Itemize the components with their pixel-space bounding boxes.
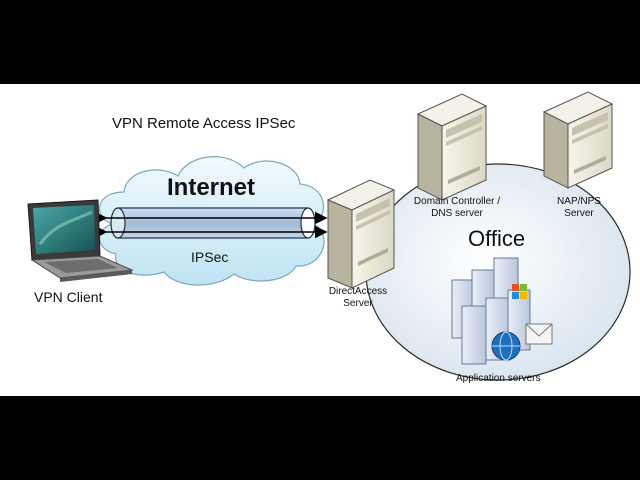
globe-icon xyxy=(491,331,521,361)
office-apps-icon xyxy=(512,284,527,299)
application-servers-label: Application servers xyxy=(456,373,541,384)
vpn-client-label: VPN Client xyxy=(34,289,103,305)
directaccess-label-line2: Server xyxy=(343,298,373,309)
nap-nps-server-icon xyxy=(542,91,614,189)
nap-label-line1: NAP/NPS xyxy=(557,196,601,207)
laptop-icon xyxy=(27,199,134,282)
internet-label: Internet xyxy=(167,174,256,201)
domain-controller-label: Domain Controller / DNS server xyxy=(402,196,512,220)
application-servers-icon xyxy=(451,257,553,365)
directaccess-server-icon xyxy=(326,179,396,289)
diagram-svg xyxy=(27,91,631,381)
ipsec-tunnel xyxy=(94,207,328,239)
domain-controller-label-line2: DNS server xyxy=(431,208,483,219)
nap-label-line2: Server xyxy=(564,208,594,219)
envelope-icon xyxy=(525,323,553,345)
directaccess-server-label: DirectAccess Server xyxy=(318,286,398,310)
domain-controller-label-line1: Domain Controller / xyxy=(413,196,501,207)
diagram-title: VPN Remote Access IPSec xyxy=(112,115,296,132)
directaccess-label-line1: DirectAccess xyxy=(328,286,388,297)
ipsec-label: IPSec xyxy=(191,249,229,265)
domain-controller-server-icon xyxy=(416,93,488,201)
office-label: Office xyxy=(468,226,526,251)
nap-nps-label: NAP/NPS Server xyxy=(544,196,614,220)
diagram-canvas: VPN Remote Access IPSec Internet IPSec V… xyxy=(0,84,640,396)
